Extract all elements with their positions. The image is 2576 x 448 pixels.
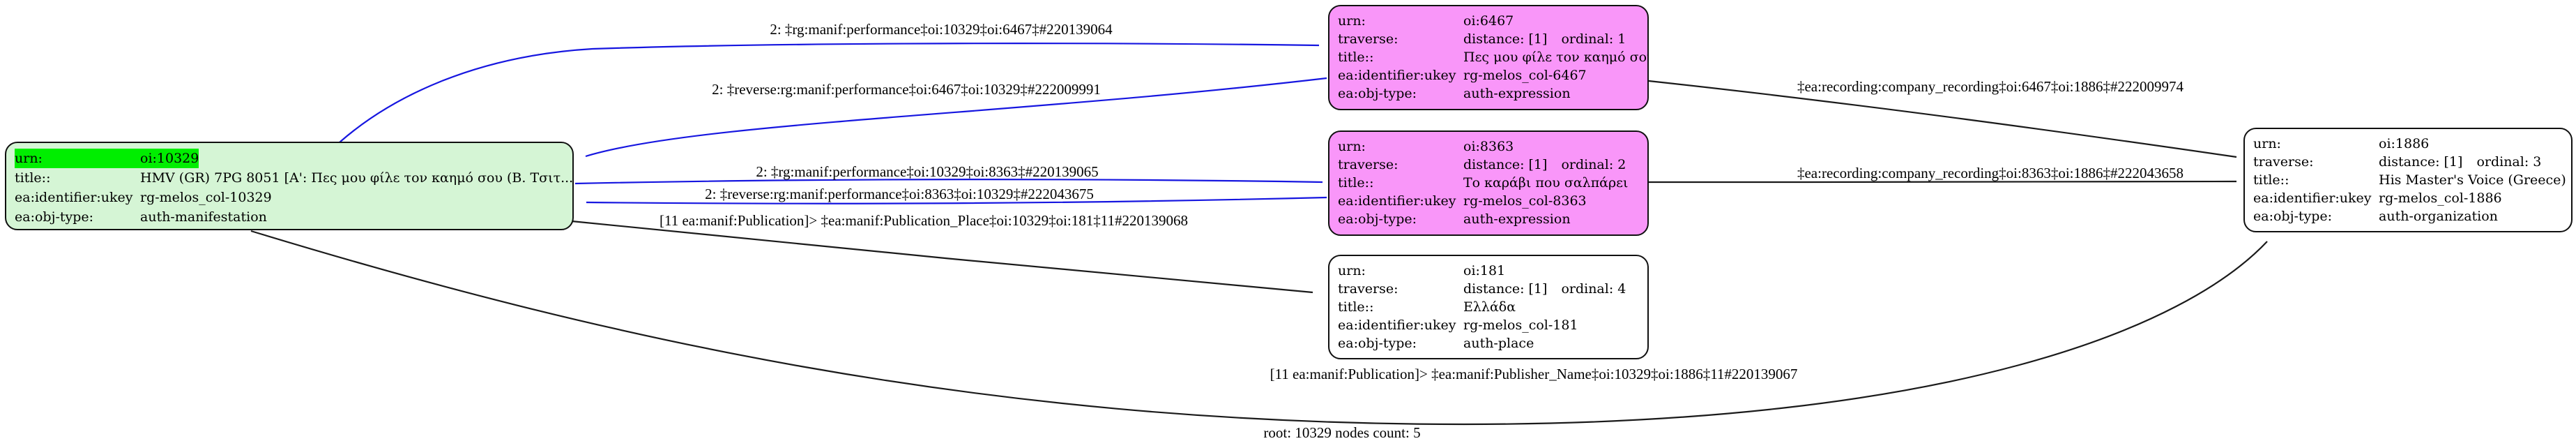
row-value: oi:1886 xyxy=(2379,136,2430,151)
row-value: rg-melos_col-181 xyxy=(1463,318,1578,333)
edge-label-company-recording-8363: ‡ea:recording:company_recording‡oi:8363‡… xyxy=(1797,165,2184,181)
row-value: rg-melos_col-8363 xyxy=(1463,193,1587,209)
node-row-ukey: ea:identifier:ukey rg-melos_col-181 xyxy=(1329,316,1647,334)
node-row-ukey: ea:identifier:ukey rg-melos_col-6467 xyxy=(1329,66,1647,84)
edge-label-reverse-performance-6467: 2: ‡reverse:rg:manif:performance‡oi:6467… xyxy=(712,81,1101,98)
node-row-urn: urn: oi:1886 xyxy=(2245,135,2571,153)
row-label: urn: xyxy=(1338,263,1366,278)
row-value: Πες μου φίλε τον καημό σου xyxy=(1463,50,1649,65)
edge-label-performance-6467: 2: ‡rg:manif:performance‡oi:10329‡oi:646… xyxy=(770,21,1113,38)
row-value: oi:10329 xyxy=(140,149,199,168)
node-oi-1886: urn: oi:1886 traverse: distance: [1] ord… xyxy=(2243,128,2573,232)
edge-performance-8363 xyxy=(574,179,1323,185)
node-row-title: title:: HMV (GR) 7PG 8051 [A': Πες μου φ… xyxy=(6,168,572,188)
row-value: Ελλάδα xyxy=(1463,299,1516,315)
row-label: traverse: xyxy=(1338,31,1398,47)
node-row-objtype: ea:obj-type: auth-expression xyxy=(1329,210,1647,228)
row-label: ea:identifier:ukey xyxy=(15,190,133,205)
node-oi-10329: urn: oi:10329 title:: HMV (GR) 7PG 8051 … xyxy=(5,142,574,230)
row-label: ea:identifier:ukey xyxy=(1338,318,1456,333)
row-value: oi:6467 xyxy=(1463,13,1514,29)
node-oi-6467: urn: oi:6467 traverse: distance: [1] ord… xyxy=(1328,5,1649,110)
node-row-objtype: ea:obj-type: auth-expression xyxy=(1329,84,1647,103)
row-label: title:: xyxy=(1338,50,1374,65)
node-oi-181: urn: oi:181 traverse: distance: [1] ordi… xyxy=(1328,255,1649,359)
row-label: ea:obj-type: xyxy=(15,209,94,225)
node-row-traverse: traverse: distance: [1] ordinal: 2 xyxy=(1329,156,1647,174)
row-value-ordinal: ordinal: 3 xyxy=(2476,154,2542,170)
node-row-traverse: traverse: distance: [1] ordinal: 4 xyxy=(1329,280,1647,298)
row-value: oi:181 xyxy=(1463,263,1506,278)
row-label: title:: xyxy=(1338,299,1374,315)
row-label: ea:obj-type: xyxy=(1338,86,1417,101)
row-label: ea:obj-type: xyxy=(1338,211,1417,227)
edge-label-publisher-name: [11 ea:manif:Publication]> ‡ea:manif:Pub… xyxy=(1270,366,1798,382)
node-row-urn: urn: oi:181 xyxy=(1329,262,1647,280)
edge-reverse-performance-6467 xyxy=(585,77,1327,158)
row-label: ea:obj-type: xyxy=(1338,336,1417,351)
row-value-distance: distance: [1] xyxy=(1463,157,1548,172)
edge-publisher-name xyxy=(250,230,2268,426)
row-value: rg-melos_col-10329 xyxy=(140,190,272,205)
row-label: urn: xyxy=(1338,139,1366,154)
node-row-objtype: ea:obj-type: auth-place xyxy=(1329,334,1647,352)
row-value: His Master's Voice (Greece) xyxy=(2379,172,2566,188)
edge-company-recording-6467 xyxy=(1648,80,2237,158)
row-value: auth-organization xyxy=(2379,209,2498,224)
node-row-objtype: ea:obj-type: auth-organization xyxy=(2245,207,2571,225)
row-label: traverse: xyxy=(2253,154,2314,170)
row-value-distance: distance: [1] xyxy=(1463,281,1548,297)
row-label: title:: xyxy=(15,170,51,186)
row-value: auth-place xyxy=(1463,336,1534,351)
node-row-ukey: ea:identifier:ukey rg-melos_col-10329 xyxy=(6,188,572,207)
node-row-traverse: traverse: distance: [1] ordinal: 3 xyxy=(2245,153,2571,171)
row-label: ea:identifier:ukey xyxy=(1338,193,1456,209)
row-value: auth-manifestation xyxy=(140,209,267,225)
row-label: title:: xyxy=(2253,172,2289,188)
node-row-title: title:: Πες μου φίλε τον καημό σου xyxy=(1329,48,1647,66)
edge-label-company-recording-6467: ‡ea:recording:company_recording‡oi:6467‡… xyxy=(1797,78,2184,95)
edge-publication-place xyxy=(571,220,1313,294)
row-label: urn: xyxy=(15,149,140,168)
node-row-title: title:: His Master's Voice (Greece) xyxy=(2245,171,2571,189)
row-label: traverse: xyxy=(1338,157,1398,172)
node-row-objtype: ea:obj-type: auth-manifestation xyxy=(6,207,572,227)
row-label: traverse: xyxy=(1338,281,1398,297)
node-row-title: title:: Το καράβι που σαλπάρει xyxy=(1329,174,1647,192)
node-row-ukey: ea:identifier:ukey rg-melos_col-1886 xyxy=(2245,189,2571,207)
node-row-title: title:: Ελλάδα xyxy=(1329,298,1647,316)
edge-company-recording-8363 xyxy=(1648,180,2237,184)
edge-label-reverse-performance-8363: 2: ‡reverse:rg:manif:performance‡oi:8363… xyxy=(705,186,1094,202)
row-value-distance: distance: [1] xyxy=(1463,31,1548,47)
node-row-urn: urn: oi:10329 xyxy=(6,149,572,168)
row-label: ea:identifier:ukey xyxy=(2253,191,2372,206)
row-label: title:: xyxy=(1338,175,1374,191)
node-row-traverse: traverse: distance: [1] ordinal: 1 xyxy=(1329,30,1647,48)
graph-footer-label: root: 10329 nodes count: 5 xyxy=(1263,424,1421,441)
row-value: rg-melos_col-6467 xyxy=(1463,68,1587,83)
row-value: Το καράβι που σαλπάρει xyxy=(1463,175,1629,191)
row-value: auth-expression xyxy=(1463,211,1571,227)
edge-label-publication-place: [11 ea:manif:Publication]> ‡ea:manif:Pub… xyxy=(660,212,1188,229)
node-row-urn: urn: oi:8363 xyxy=(1329,137,1647,156)
edge-reverse-performance-8363 xyxy=(586,196,1327,204)
row-value-ordinal: ordinal: 1 xyxy=(1561,31,1626,47)
row-label: ea:obj-type: xyxy=(2253,209,2333,224)
node-oi-8363: urn: oi:8363 traverse: distance: [1] ord… xyxy=(1328,130,1649,236)
row-label: urn: xyxy=(1338,13,1366,29)
row-value-ordinal: ordinal: 4 xyxy=(1561,281,1626,297)
row-value: HMV (GR) 7PG 8051 [A': Πες μου φίλε τον … xyxy=(140,170,574,186)
row-value: oi:8363 xyxy=(1463,139,1514,154)
row-label: urn: xyxy=(2253,136,2281,151)
edge-label-performance-8363: 2: ‡rg:manif:performance‡oi:10329‡oi:836… xyxy=(756,163,1099,180)
row-value: auth-expression xyxy=(1463,86,1571,101)
row-value: rg-melos_col-1886 xyxy=(2379,191,2502,206)
row-label: ea:identifier:ukey xyxy=(1338,68,1456,83)
node-row-urn: urn: oi:6467 xyxy=(1329,12,1647,30)
edge-performance-6467 xyxy=(339,43,1320,143)
node-row-ukey: ea:identifier:ukey rg-melos_col-8363 xyxy=(1329,192,1647,210)
row-value-ordinal: ordinal: 2 xyxy=(1561,157,1626,172)
row-value-distance: distance: [1] xyxy=(2379,154,2463,170)
